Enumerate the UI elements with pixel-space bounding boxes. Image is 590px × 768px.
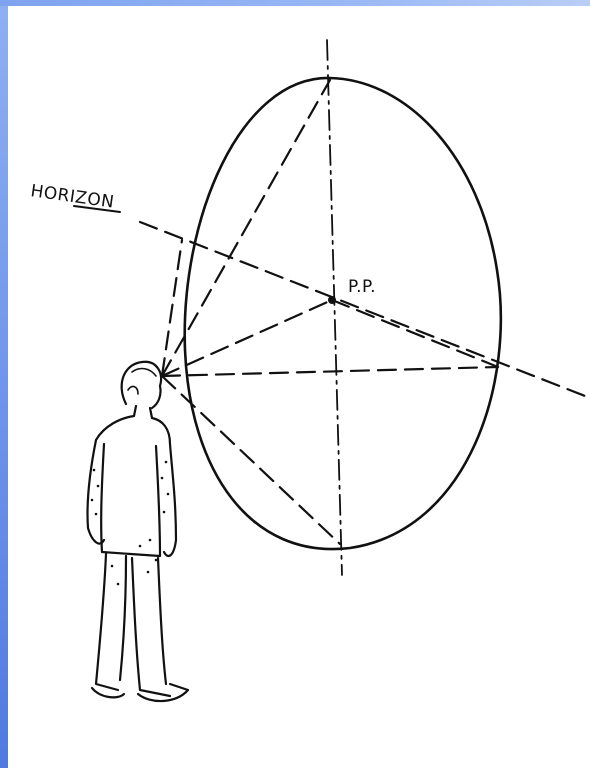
horizon-label: HORIZON	[29, 181, 115, 213]
sight-lines	[160, 78, 500, 546]
standing-figure	[86, 360, 190, 703]
cone-of-vision-ellipse	[183, 76, 503, 551]
vertical-axis	[326, 39, 343, 576]
horizon-label-underline	[73, 205, 121, 213]
center-to-right-line	[330, 298, 500, 369]
top-frame-band	[0, 0, 590, 6]
picture-plane-center-point	[328, 296, 336, 304]
picture-plane-label: P.P.	[348, 277, 376, 297]
left-frame-band	[0, 0, 8, 768]
